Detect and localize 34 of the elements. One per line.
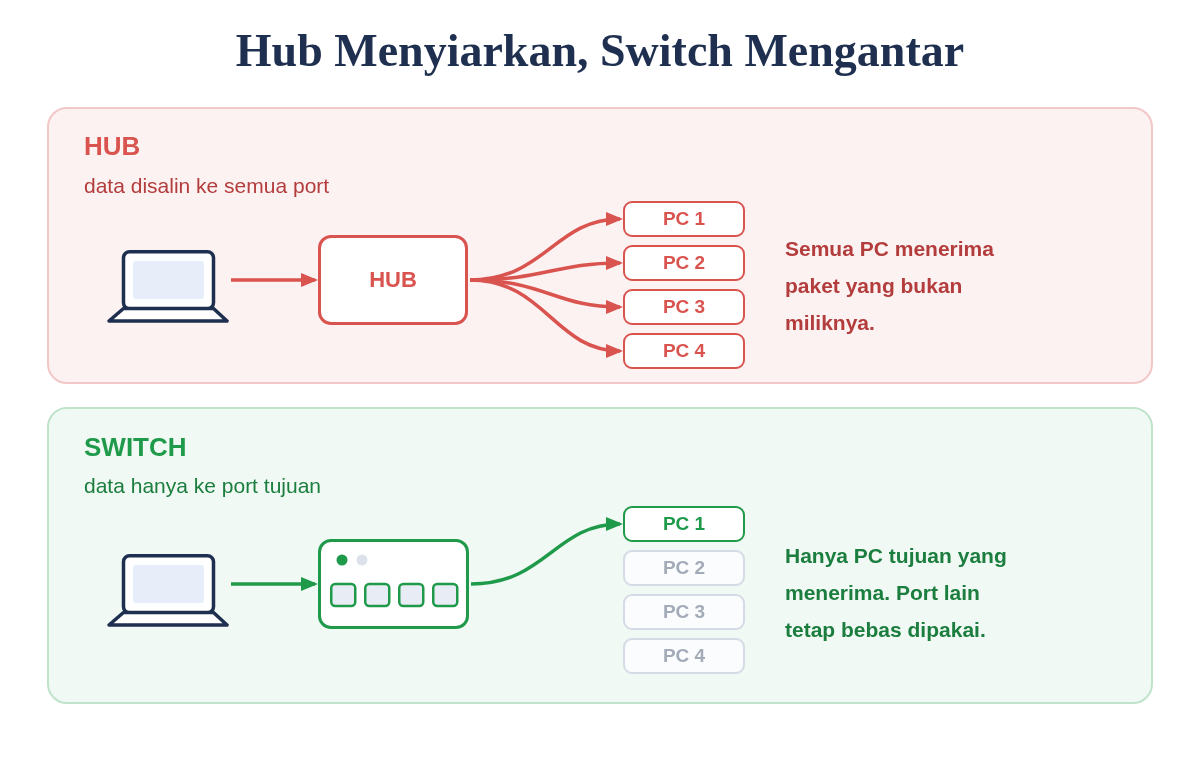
arrow [231, 273, 318, 287]
pc-box [623, 594, 745, 630]
device-label: HUB [369, 267, 417, 293]
panel-note: Semua PC menerima paket yang bukan miliknya. [785, 236, 995, 336]
pc-label: PC 1 [662, 208, 706, 230]
pc-label: PC 2 [662, 557, 706, 579]
section-panel [47, 407, 1153, 704]
panel-subtitle: data disalin ke semua port [84, 173, 330, 199]
pc-label: PC 2 [662, 252, 706, 274]
pc-box [623, 245, 745, 281]
arrow [231, 577, 318, 591]
arrow [469, 278, 623, 357]
panel-heading: HUB [84, 131, 141, 163]
pc-label: PC 4 [662, 340, 706, 362]
panel-heading: SWITCH [84, 432, 187, 464]
pc-label: PC 3 [662, 296, 706, 318]
pc-box [623, 333, 745, 369]
pc-box [623, 289, 745, 325]
hub-box [318, 235, 468, 325]
pc-label: PC 4 [662, 645, 706, 667]
pc-box [623, 550, 745, 586]
pc-box [623, 201, 745, 237]
section-panel [47, 107, 1153, 384]
panel-subtitle: data hanya ke port tujuan [84, 473, 321, 499]
panel-note: Hanya PC tujuan yang menerima. Port lain tetap bebas dipakai. [785, 543, 1008, 643]
laptop-icon [107, 250, 229, 323]
arrow [470, 518, 623, 586]
diagram-title: Hub Menyiarkan, Switch Mengantar [235, 28, 965, 74]
pc-box [623, 638, 745, 674]
pc-label: PC 3 [662, 601, 706, 623]
laptop-icon [107, 554, 229, 627]
pc-label: PC 1 [662, 513, 706, 535]
pc-box [623, 506, 745, 542]
network-switch [318, 539, 469, 629]
